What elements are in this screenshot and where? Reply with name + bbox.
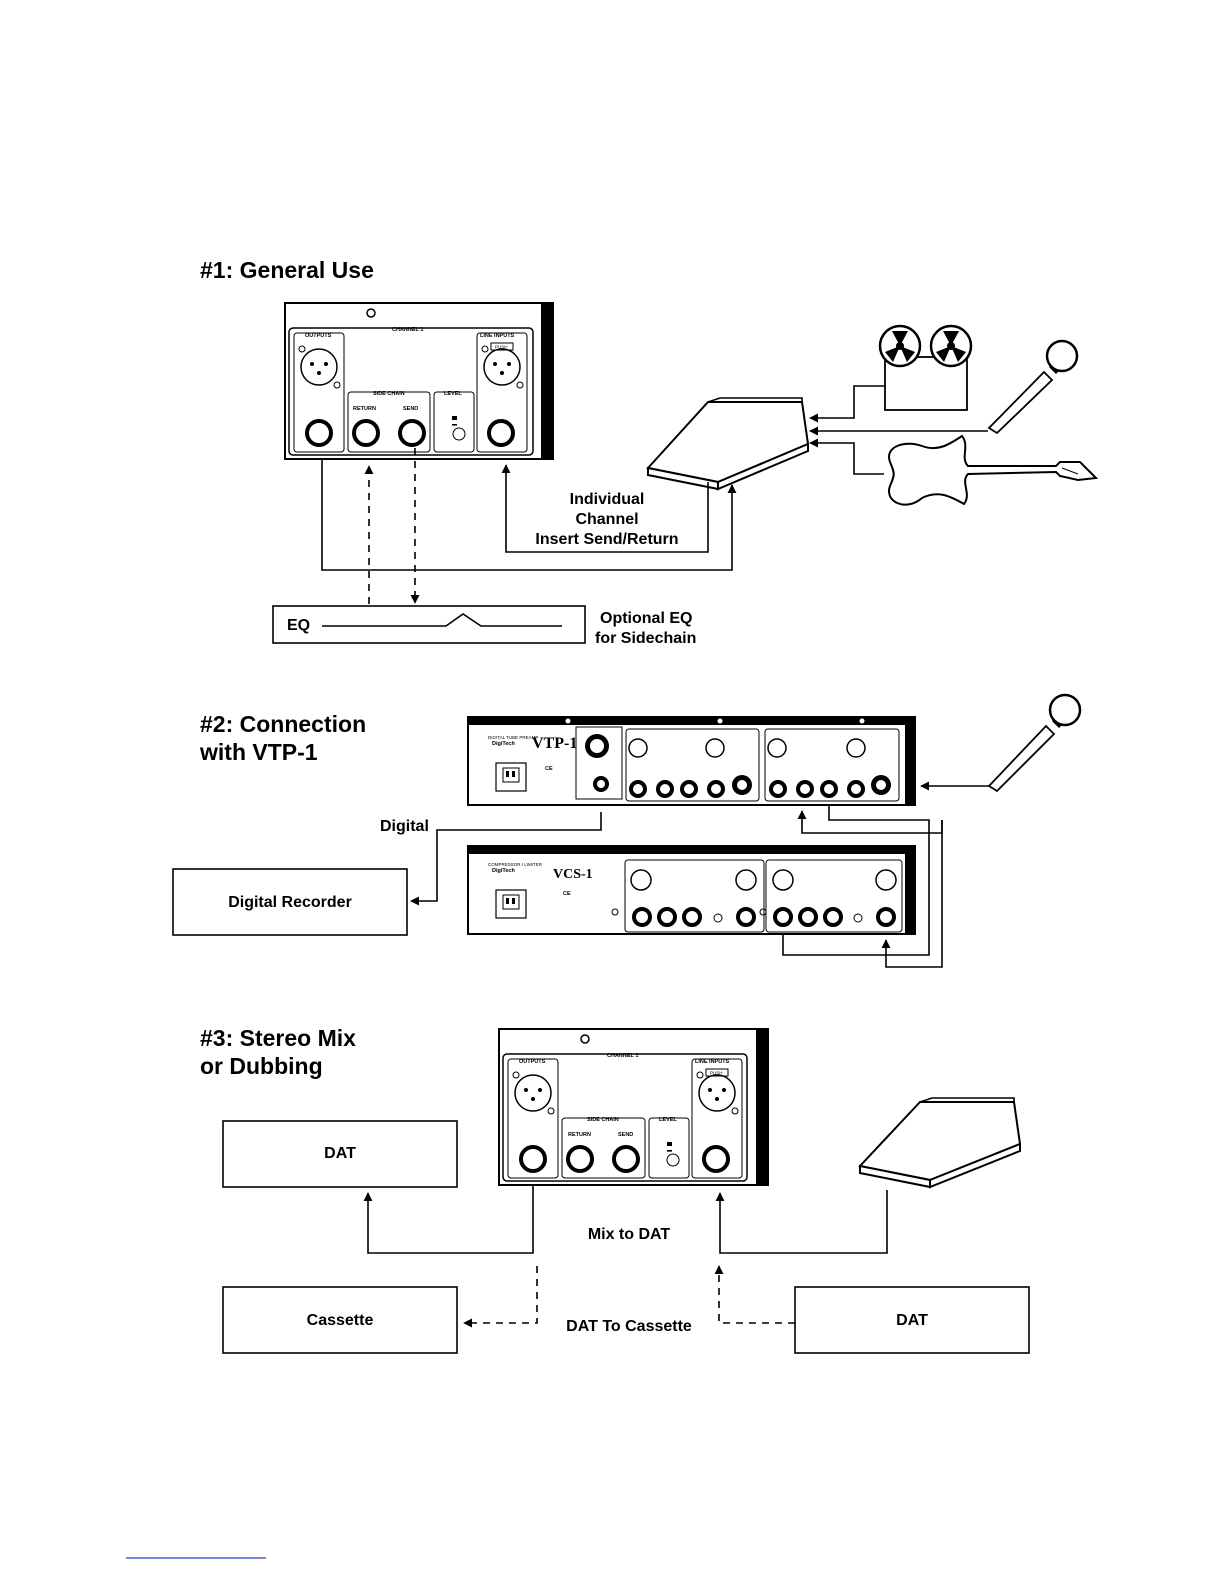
section-2-title-line-1: #2: Connection [200, 711, 366, 737]
level-label: LEVEL [444, 391, 462, 397]
insert-note: Individual Channel Insert Send/Return [535, 491, 678, 548]
eq-note-line-2: for Sidechain [595, 630, 696, 647]
mix-to-dat-label: Mix to DAT [588, 1226, 671, 1243]
eq-label: EQ [287, 617, 310, 634]
side-chain-label: SIDE CHAIN [373, 391, 405, 397]
return-label: RETURN [353, 406, 376, 412]
vtp-model-name: VTP-1 [532, 735, 577, 752]
svg-text:Channel: Channel [575, 511, 638, 528]
mixer-console-icon [646, 397, 810, 491]
eq-curve [322, 613, 562, 627]
dat-bottom-label: DAT [896, 1312, 928, 1329]
svg-text:RETURN: RETURN [568, 1132, 591, 1138]
dat-bottom-box [794, 1286, 1030, 1354]
svg-text:LINE INPUTS: LINE INPUTS [695, 1059, 730, 1065]
send-label: SEND [403, 406, 418, 412]
vcs-model-name: VCS-1 [553, 867, 593, 882]
svg-text:DIGITAL TUBE PREAMP: DIGITAL TUBE PREAMP [488, 735, 538, 740]
svg-text:COMPRESSOR / LIMITER: COMPRESSOR / LIMITER [488, 862, 543, 867]
digital-label: Digital [380, 818, 429, 835]
cassette-label: Cassette [307, 1312, 374, 1329]
svg-text:LEVEL: LEVEL [659, 1117, 677, 1123]
eq-box [272, 605, 586, 644]
svg-text:CHANNEL 1: CHANNEL 1 [607, 1053, 638, 1059]
outputs-label: OUTPUTS [305, 333, 332, 339]
svg-text:CE: CE [545, 766, 553, 772]
svg-text:Individual: Individual [570, 491, 645, 508]
svg-text:SEND: SEND [618, 1132, 633, 1138]
svg-text:PUSH: PUSH [710, 1071, 723, 1076]
microphone-icon [987, 339, 1079, 435]
vcs1-channel-panel: CHANNEL 1 OUTPUTS LINE INPUTS PUSH SIDE … [498, 1028, 769, 1186]
vcs1-channel-panel: CHANNEL 1 OUTPUTS LINE INPUTS PUSH SIDE … [284, 302, 554, 460]
section-3-title-line-2: or Dubbing [200, 1053, 323, 1079]
section-3-title-line-1: #3: Stereo Mix [200, 1025, 356, 1051]
dat-top-box [222, 1120, 458, 1188]
svg-text:SIDE CHAIN: SIDE CHAIN [587, 1117, 619, 1123]
dat-top-label: DAT [324, 1145, 356, 1162]
svg-text:Insert Send/Return: Insert Send/Return [535, 531, 678, 548]
cassette-box [222, 1286, 458, 1354]
section-1-title: #1: General Use [200, 257, 374, 283]
channel-label: CHANNEL 1 [392, 327, 423, 333]
section-2-title-line-2: with VTP-1 [199, 739, 318, 765]
vcs-brand: DigiTech [492, 868, 515, 874]
svg-text:OUTPUTS: OUTPUTS [519, 1059, 546, 1065]
dat-to-cassette-label: DAT To Cassette [566, 1318, 692, 1335]
vtp1-rear-panel: DIGITAL TUBE PREAMP DigiTech VTP-1 CE [467, 716, 916, 806]
digital-recorder-label: Digital Recorder [228, 894, 352, 911]
reel-to-reel-recorder-icon [878, 324, 973, 411]
line-inputs-label: LINE INPUTS [480, 333, 515, 339]
eq-note-line-1: Optional EQ [600, 610, 692, 627]
vcs1-rear-panel: COMPRESSOR / LIMITER DigiTech VCS-1 CE [467, 845, 916, 935]
electric-guitar-icon [888, 434, 1099, 506]
svg-text:CE: CE [563, 891, 571, 897]
digital-recorder-box [172, 868, 408, 936]
vtp-brand: DigiTech [492, 741, 515, 747]
push-label: PUSH [495, 345, 508, 350]
mixer-console-icon [858, 1097, 1022, 1189]
microphone-icon [987, 693, 1082, 793]
